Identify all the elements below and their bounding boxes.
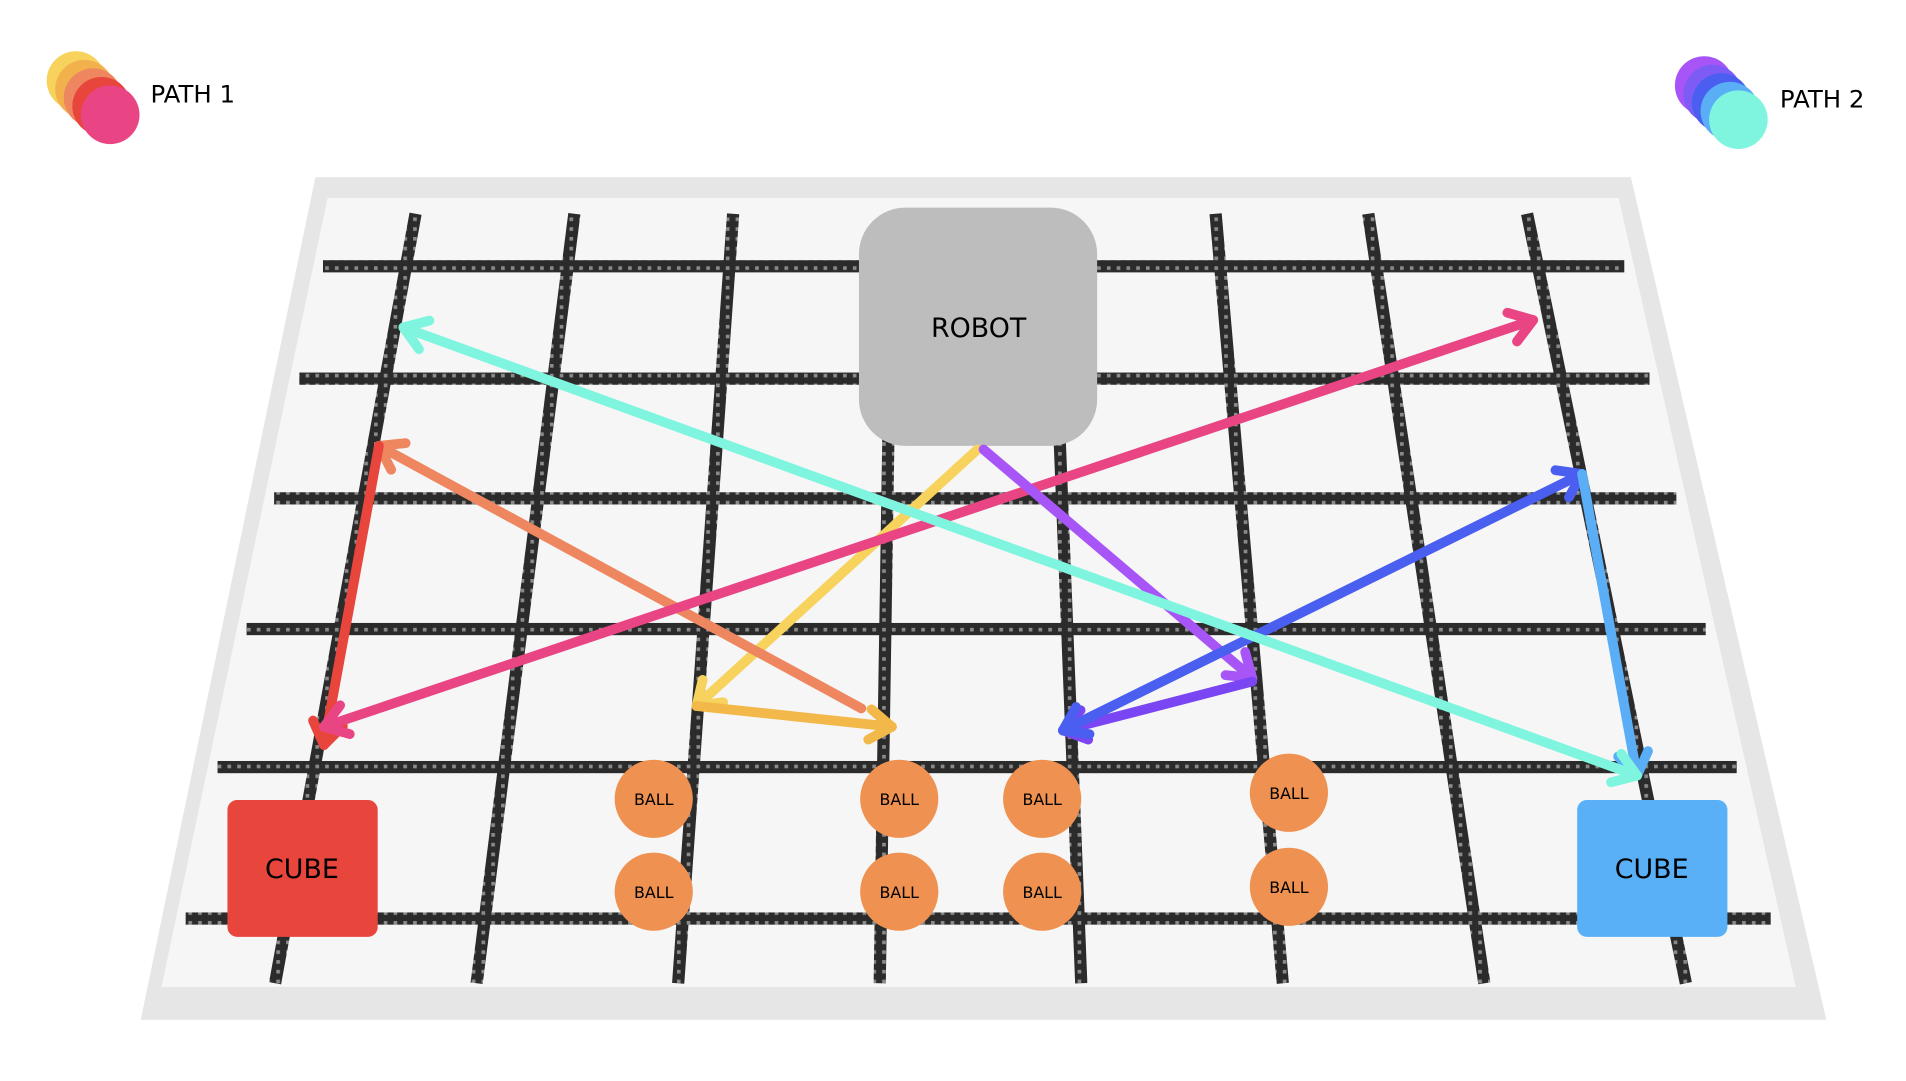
path-2-swatch-icon	[1674, 56, 1768, 150]
legend-path-2: PATH 2	[1674, 56, 1865, 150]
ball-circle	[1003, 759, 1082, 838]
ball-circle	[860, 852, 939, 931]
arrow-line	[1577, 469, 1642, 781]
ball: BALL	[614, 852, 693, 931]
path-1-arrow-2	[691, 701, 897, 745]
arrow-line	[398, 322, 1642, 781]
grid-line-horizontal	[246, 622, 1706, 636]
path-2-label: PATH 2	[1780, 84, 1865, 113]
ball-label: BALL	[634, 790, 674, 809]
arrowhead-icon	[863, 704, 897, 745]
ball-circle	[1249, 847, 1328, 926]
ball-label: BALL	[1022, 790, 1062, 809]
arrowhead-icon	[1502, 307, 1539, 347]
arrowhead-icon	[398, 315, 435, 355]
arrow-line	[978, 444, 1258, 683]
arrow-line	[374, 440, 867, 714]
cube-red: CUBE	[227, 800, 378, 937]
cube-red-label: CUBE	[265, 854, 339, 885]
ball-label: BALL	[634, 883, 674, 902]
ball-label: BALL	[1269, 878, 1309, 897]
legend-path-1: PATH 1	[46, 51, 235, 145]
balls: BALL BALL BALL BALL BALL BALL BALL BALL	[614, 753, 1328, 931]
robot: ROBOT	[858, 207, 1098, 446]
grid-line-horizontal	[185, 912, 1771, 925]
ball: BALL	[1249, 847, 1328, 926]
ball: BALL	[1003, 759, 1082, 838]
grid-line-vertical	[470, 212, 581, 985]
ball: BALL	[860, 759, 939, 838]
arrowhead-icon	[319, 700, 355, 739]
ball: BALL	[614, 759, 693, 838]
cube-blue: CUBE	[1577, 800, 1728, 937]
arrow-line	[1058, 676, 1258, 736]
ball-circle	[614, 852, 693, 931]
ball-circle	[1249, 753, 1328, 832]
cube-red-block	[227, 800, 378, 937]
ball: BALL	[1249, 753, 1328, 832]
grid-line-horizontal	[217, 760, 1737, 774]
ball: BALL	[860, 852, 939, 931]
path-2-arrow-5	[398, 315, 1642, 788]
arrow-line	[1058, 469, 1587, 736]
ball-label: BALL	[1022, 883, 1062, 902]
robot-block	[858, 207, 1098, 446]
swatch-dot	[1709, 90, 1768, 150]
ball-label: BALL	[880, 883, 920, 902]
cube-blue-label: CUBE	[1615, 854, 1689, 885]
ball: BALL	[1003, 852, 1082, 931]
arrow-line	[691, 701, 897, 732]
ball-label: BALL	[880, 790, 920, 809]
ball-label: BALL	[1269, 784, 1309, 803]
arrowhead-icon	[1058, 702, 1095, 740]
field-floor	[161, 197, 1796, 987]
arrow-line	[691, 444, 983, 711]
arrowhead-icon	[1606, 748, 1642, 788]
swatch-dot	[80, 85, 140, 145]
path-1-swatch-icon	[46, 51, 140, 145]
grid-line-vertical	[1362, 212, 1491, 985]
ball-circle	[1003, 852, 1082, 931]
robot-label: ROBOT	[931, 313, 1027, 344]
path-1-label: PATH 1	[150, 80, 235, 109]
ball-circle	[614, 759, 693, 838]
cube-blue-block	[1577, 800, 1728, 937]
arrow-line	[319, 440, 384, 750]
paths	[308, 307, 1653, 788]
ball-circle	[860, 759, 939, 838]
grid-line-horizontal	[274, 492, 1677, 505]
